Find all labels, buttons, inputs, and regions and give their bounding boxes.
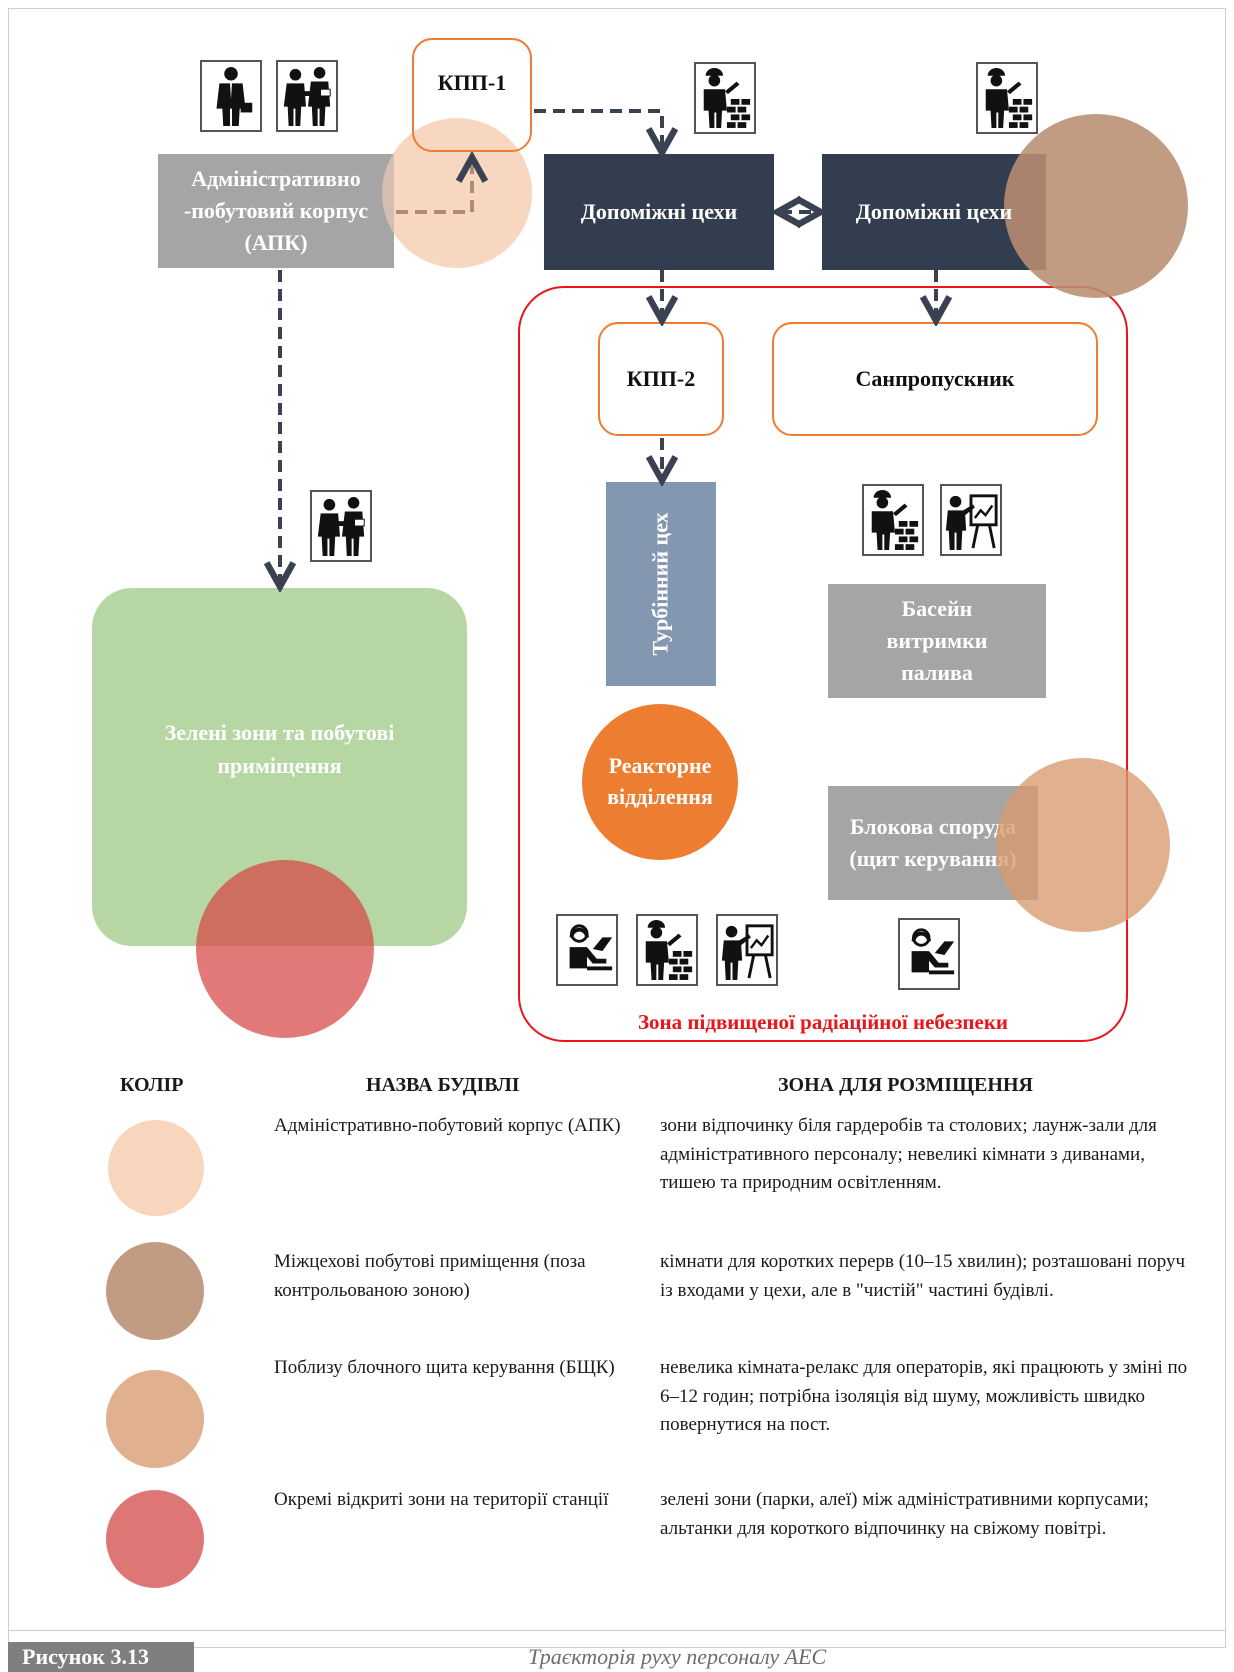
apk-label: Адміністративно -побутовий корпус (АПК) [183, 166, 369, 255]
arrow-kpp1-to-aux [534, 109, 662, 150]
legend-swatch-interplant [106, 1242, 204, 1340]
bshk-rest-circle [996, 758, 1170, 932]
businessman-icon [200, 60, 262, 132]
legend-zone-4: зелені зони (парки, алеї) між адміністра… [660, 1489, 1149, 1539]
legend-name-2: Міжцехові побутові приміщення (поза конт… [274, 1251, 586, 1301]
open-area-circle [196, 860, 374, 1038]
legend-zone-3: невелика кімната-релакс для операторів, … [660, 1357, 1188, 1435]
legend-swatch-open-area [106, 1490, 204, 1588]
fuel-pool-label: Басейн витримки палива [886, 596, 988, 685]
reactor-compartment: Реакторне відділення [582, 704, 738, 860]
auxiliary-shops-left-label: Допоміжні цехи [580, 199, 738, 224]
legend-header-color: КОЛІР [120, 1074, 184, 1096]
legend-name-1: Адміністративно-побутовий корпус (АПК) [274, 1115, 621, 1136]
turbine-hall: Турбінний цех [606, 482, 716, 686]
sanitary-checkpoint: Санпропускник [772, 322, 1098, 436]
legend-header-name: НАЗВА БУДІВЛІ [366, 1074, 520, 1096]
figure-label: Рисунок 3.13 [8, 1642, 194, 1672]
flow-arrows [0, 109, 1234, 1100]
sanitary-checkpoint-label: Санпропускник [855, 366, 1015, 391]
legend-swatch-apk [108, 1120, 204, 1216]
computer-operator-icon [556, 914, 618, 986]
arrow-apk-to-kpp1 [396, 160, 472, 214]
auxiliary-shops-left: Допоміжні цехи [544, 154, 774, 270]
presenter-board-icon [940, 484, 1002, 556]
checkpoint-2: КПП-2 [598, 322, 724, 436]
construction-worker-icon [694, 62, 756, 134]
legend-zone-2: кімнати для коротких перерв (10–15 хвили… [660, 1251, 1186, 1301]
legend-name-4: Окремі відкриті зони на території станці… [274, 1489, 609, 1510]
presenter-board-icon [716, 914, 778, 986]
apk-building: Адміністративно -побутовий корпус (АПК) [158, 154, 394, 268]
reactor-label: Реакторне відділення [607, 753, 713, 809]
control-building-label: Блокова споруда (щит керування) [849, 814, 1017, 871]
apk-circle-overlay [382, 118, 532, 268]
checkpoint-2-label: КПП-2 [626, 366, 696, 391]
legend-name-3: Поблизу блочного щита керування (БЩК) [274, 1357, 615, 1378]
radiation-zone-label: Зона підвищеної радіаційної небезпеки [637, 1010, 1009, 1034]
page-frame [8, 8, 1226, 1648]
construction-worker-icon [636, 914, 698, 986]
legend-header-zone: ЗОНА ДЛЯ РОЗМІЩЕННЯ [778, 1074, 1033, 1096]
interplant-rest-circle [1004, 114, 1188, 298]
meeting-people-icon [310, 490, 372, 562]
construction-worker-icon [862, 484, 924, 556]
checkpoint-1-label: КПП-1 [437, 70, 507, 95]
fuel-pool: Басейн витримки палива [828, 584, 1046, 698]
green-zone-label: Зелені зони та побутові приміщення [164, 720, 395, 778]
meeting-people-icon [276, 60, 338, 132]
checkpoint-1: КПП-1 [412, 38, 532, 152]
legend-swatch-bshk [106, 1370, 204, 1468]
figure-caption: Траєкторія руху персоналу АЕС [528, 1644, 827, 1669]
computer-operator-icon [898, 918, 960, 990]
construction-worker-icon [976, 62, 1038, 134]
radiation-zone-frame [518, 286, 1128, 1042]
auxiliary-shops-right-label: Допоміжні цехи [855, 199, 1013, 224]
footer-rule [8, 1630, 1226, 1631]
legend-zone-1: зони відпочинку біля гардеробів та столо… [660, 1115, 1157, 1193]
